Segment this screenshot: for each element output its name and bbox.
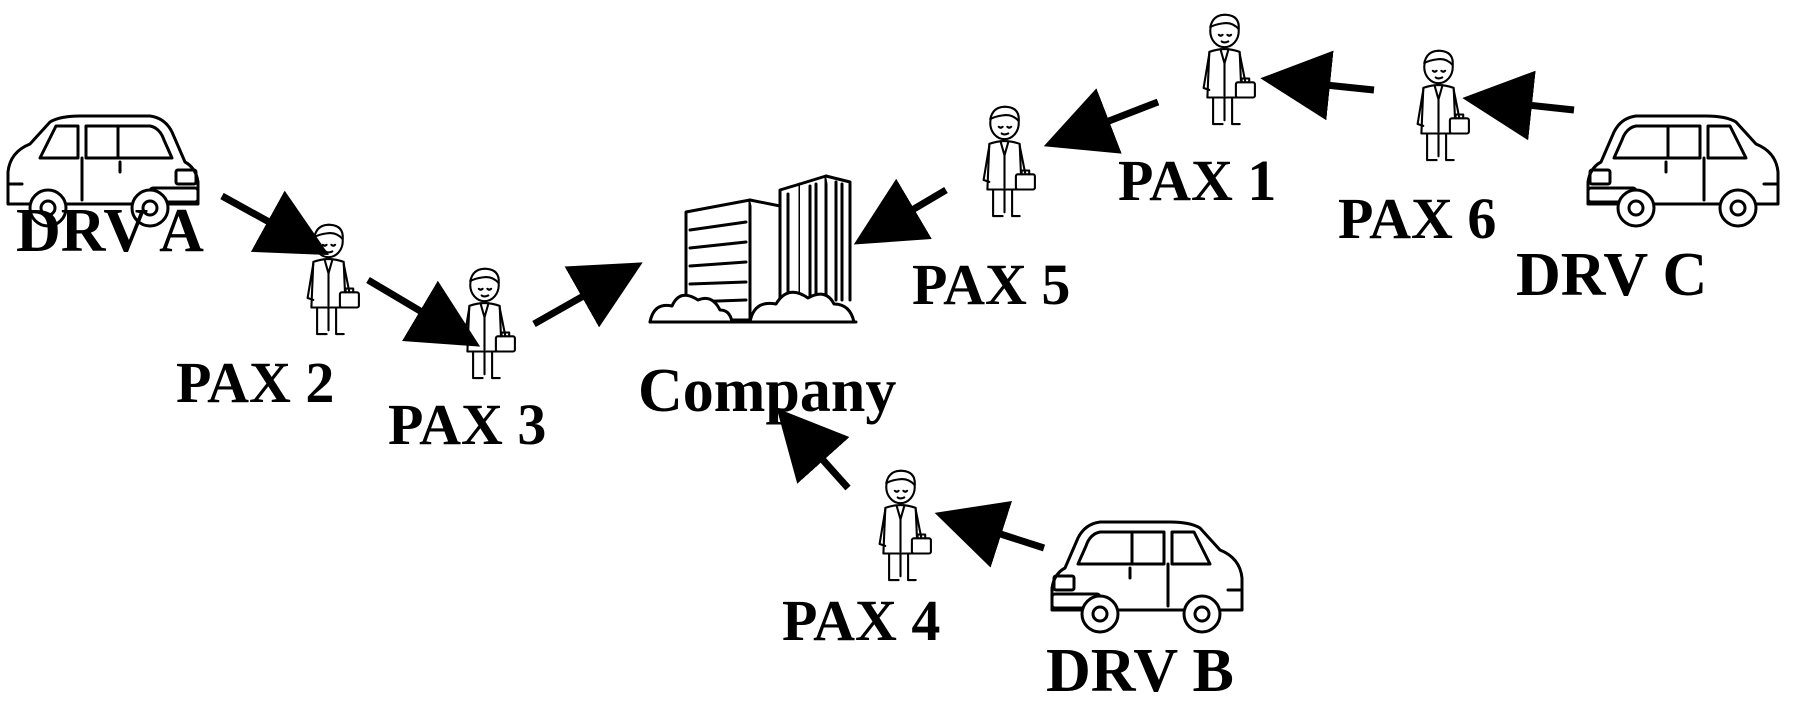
passenger-icon-pax-5 <box>982 105 1036 218</box>
arrow-drv-c-to-pax-6 <box>1462 70 1575 141</box>
arrow-drv-a-to-pax-2 <box>220 190 330 256</box>
label-pax-2: PAX 2 <box>176 350 335 415</box>
arrow-pax-4-to-company <box>776 408 851 491</box>
label-pax-3: PAX 3 <box>388 392 547 457</box>
arrow-drv-b-to-pax-4 <box>934 500 1046 568</box>
label-pax-5: PAX 5 <box>912 252 1071 317</box>
passenger-icon-pax-3 <box>462 267 516 380</box>
label-pax-4: PAX 4 <box>782 588 941 653</box>
building-icon-company <box>648 174 858 324</box>
arrow-pax-5-to-company <box>853 178 948 245</box>
arrow-pax-2-to-pax-3 <box>366 276 481 347</box>
passenger-icon-pax-4 <box>878 469 932 582</box>
arrow-pax-1-to-pax-5 <box>1043 88 1160 154</box>
arrow-pax-6-to-pax-1 <box>1260 50 1375 121</box>
car-icon-drv-c <box>1588 116 1778 226</box>
label-pax-1: PAX 1 <box>1118 148 1277 213</box>
passenger-icon-pax-2 <box>306 223 360 336</box>
label-drv-c: DRV C <box>1516 241 1708 309</box>
label-drv-a: DRV A <box>16 197 204 265</box>
label-company: Company <box>638 357 897 425</box>
car-icon-drv-b <box>1052 522 1242 632</box>
arrow-pax-3-to-company <box>532 262 643 328</box>
passenger-icon-pax-6 <box>1416 49 1470 162</box>
label-drv-b: DRV B <box>1046 637 1234 705</box>
label-pax-6: PAX 6 <box>1338 186 1497 251</box>
passenger-icon-pax-1 <box>1202 13 1256 126</box>
